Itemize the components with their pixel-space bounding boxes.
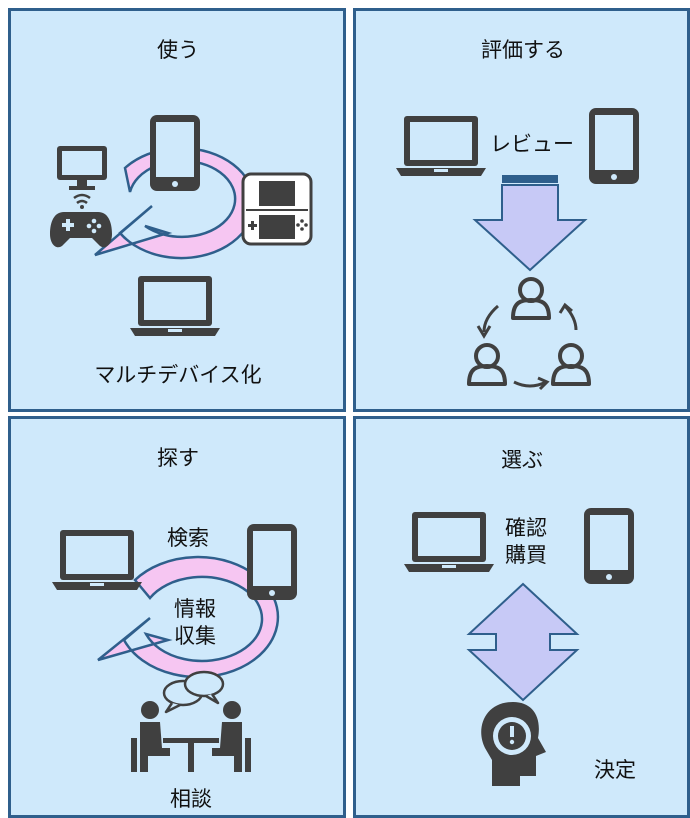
down-arrow bbox=[472, 175, 588, 272]
people-cycle-icon bbox=[467, 277, 591, 391]
multi-device-caption: マルチデバイス化 bbox=[94, 363, 262, 387]
info-collect-label: 情報 収集 bbox=[174, 596, 216, 650]
review-label: レビュー bbox=[490, 132, 574, 156]
tablet-icon bbox=[584, 508, 634, 584]
handheld-console-icon bbox=[241, 172, 313, 246]
panel-title-search: 探す bbox=[157, 446, 199, 470]
panel-title-use: 使う bbox=[157, 38, 199, 62]
search-label: 検索 bbox=[167, 526, 209, 550]
confirm-purchase-label: 確認 購買 bbox=[505, 515, 547, 569]
panel-search bbox=[8, 416, 346, 818]
laptop-icon bbox=[130, 276, 220, 336]
consult-label: 相談 bbox=[170, 787, 212, 811]
confirm-label: 確認 bbox=[505, 516, 547, 540]
laptop-icon bbox=[404, 512, 494, 572]
chat-bubbles-icon bbox=[162, 670, 225, 714]
laptop-icon bbox=[396, 116, 486, 176]
purchase-label: 購買 bbox=[505, 542, 547, 567]
info-label: 情報 bbox=[174, 597, 216, 621]
cycle-arrow-use bbox=[94, 146, 256, 260]
panel-title-choose: 選ぶ bbox=[501, 448, 543, 472]
up-down-arrow bbox=[466, 582, 580, 702]
monitor-wifi-icon bbox=[57, 146, 107, 209]
decision-label: 決定 bbox=[594, 758, 636, 782]
meeting-people-icon bbox=[131, 701, 251, 772]
panel-title-review: 評価する bbox=[481, 38, 565, 62]
game-controller-icon bbox=[50, 212, 112, 248]
tablet-icon bbox=[150, 115, 200, 191]
laptop-icon bbox=[52, 530, 142, 590]
head-exclamation-icon bbox=[481, 702, 546, 786]
collect-label: 収集 bbox=[174, 623, 216, 648]
tablet-icon bbox=[247, 524, 297, 600]
tablet-icon bbox=[589, 108, 639, 184]
